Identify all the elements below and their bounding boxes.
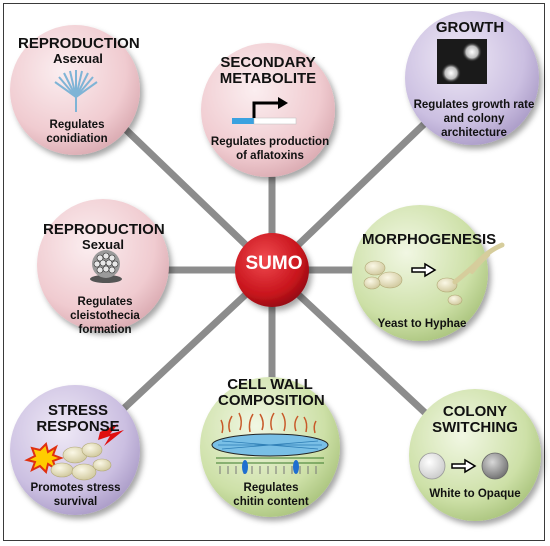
secondary-metabolite-description: Regulates production of aflatoxins <box>210 136 330 162</box>
conidiophore-illustration <box>54 70 98 112</box>
cell-wall-title: CELL WALL COMPOSITION <box>218 376 325 409</box>
stress-illustration <box>24 424 124 481</box>
gene-expression-icon <box>232 97 297 125</box>
node-secondary-metabolite-circle <box>201 43 335 177</box>
cleistothecium-illustration <box>90 250 122 283</box>
secondary-metabolite-title: SECONDARY METABOLITE <box>219 54 317 87</box>
center-sumo-label: SUMO <box>245 253 303 274</box>
reproduction-sexual-title: REPRODUCTION <box>43 221 165 238</box>
stress-response-title: STRESS RESPONSE <box>36 402 120 435</box>
morphogenesis-title: MORPHOGENESIS <box>362 231 497 248</box>
cell-wall-description: Regulates chitin content <box>233 482 309 508</box>
reproduction-asexual-title: REPRODUCTION <box>18 35 140 52</box>
node-morphogenesis-circle <box>352 205 488 341</box>
colony-switching-title: COLONY SWITCHING <box>432 403 518 436</box>
white-to-opaque-illustration <box>418 452 509 480</box>
stress-response-description: Promotes stress survival <box>30 482 121 508</box>
center-sumo-circle <box>235 233 309 307</box>
yeast-to-hyphae-illustration <box>363 242 505 306</box>
growth-title: GROWTH <box>435 19 505 36</box>
colony-photo <box>437 39 487 84</box>
colony-switching-description: White to Opaque <box>429 488 521 500</box>
cell-wall-illustration <box>211 412 329 474</box>
reproduction-asexual-description: Regulates conidiation <box>46 119 108 145</box>
growth-description: Regulates growth rate and colony archite… <box>413 99 535 139</box>
morphogenesis-description: Yeast to Hyphae <box>377 318 467 330</box>
node-colony-switching-circle <box>409 389 541 521</box>
reproduction-asexual-subtitle: Asexual <box>53 51 103 66</box>
reproduction-sexual-description: Regulates cleistothecia formation <box>70 296 140 336</box>
reproduction-sexual-subtitle: Sexual <box>82 237 124 252</box>
